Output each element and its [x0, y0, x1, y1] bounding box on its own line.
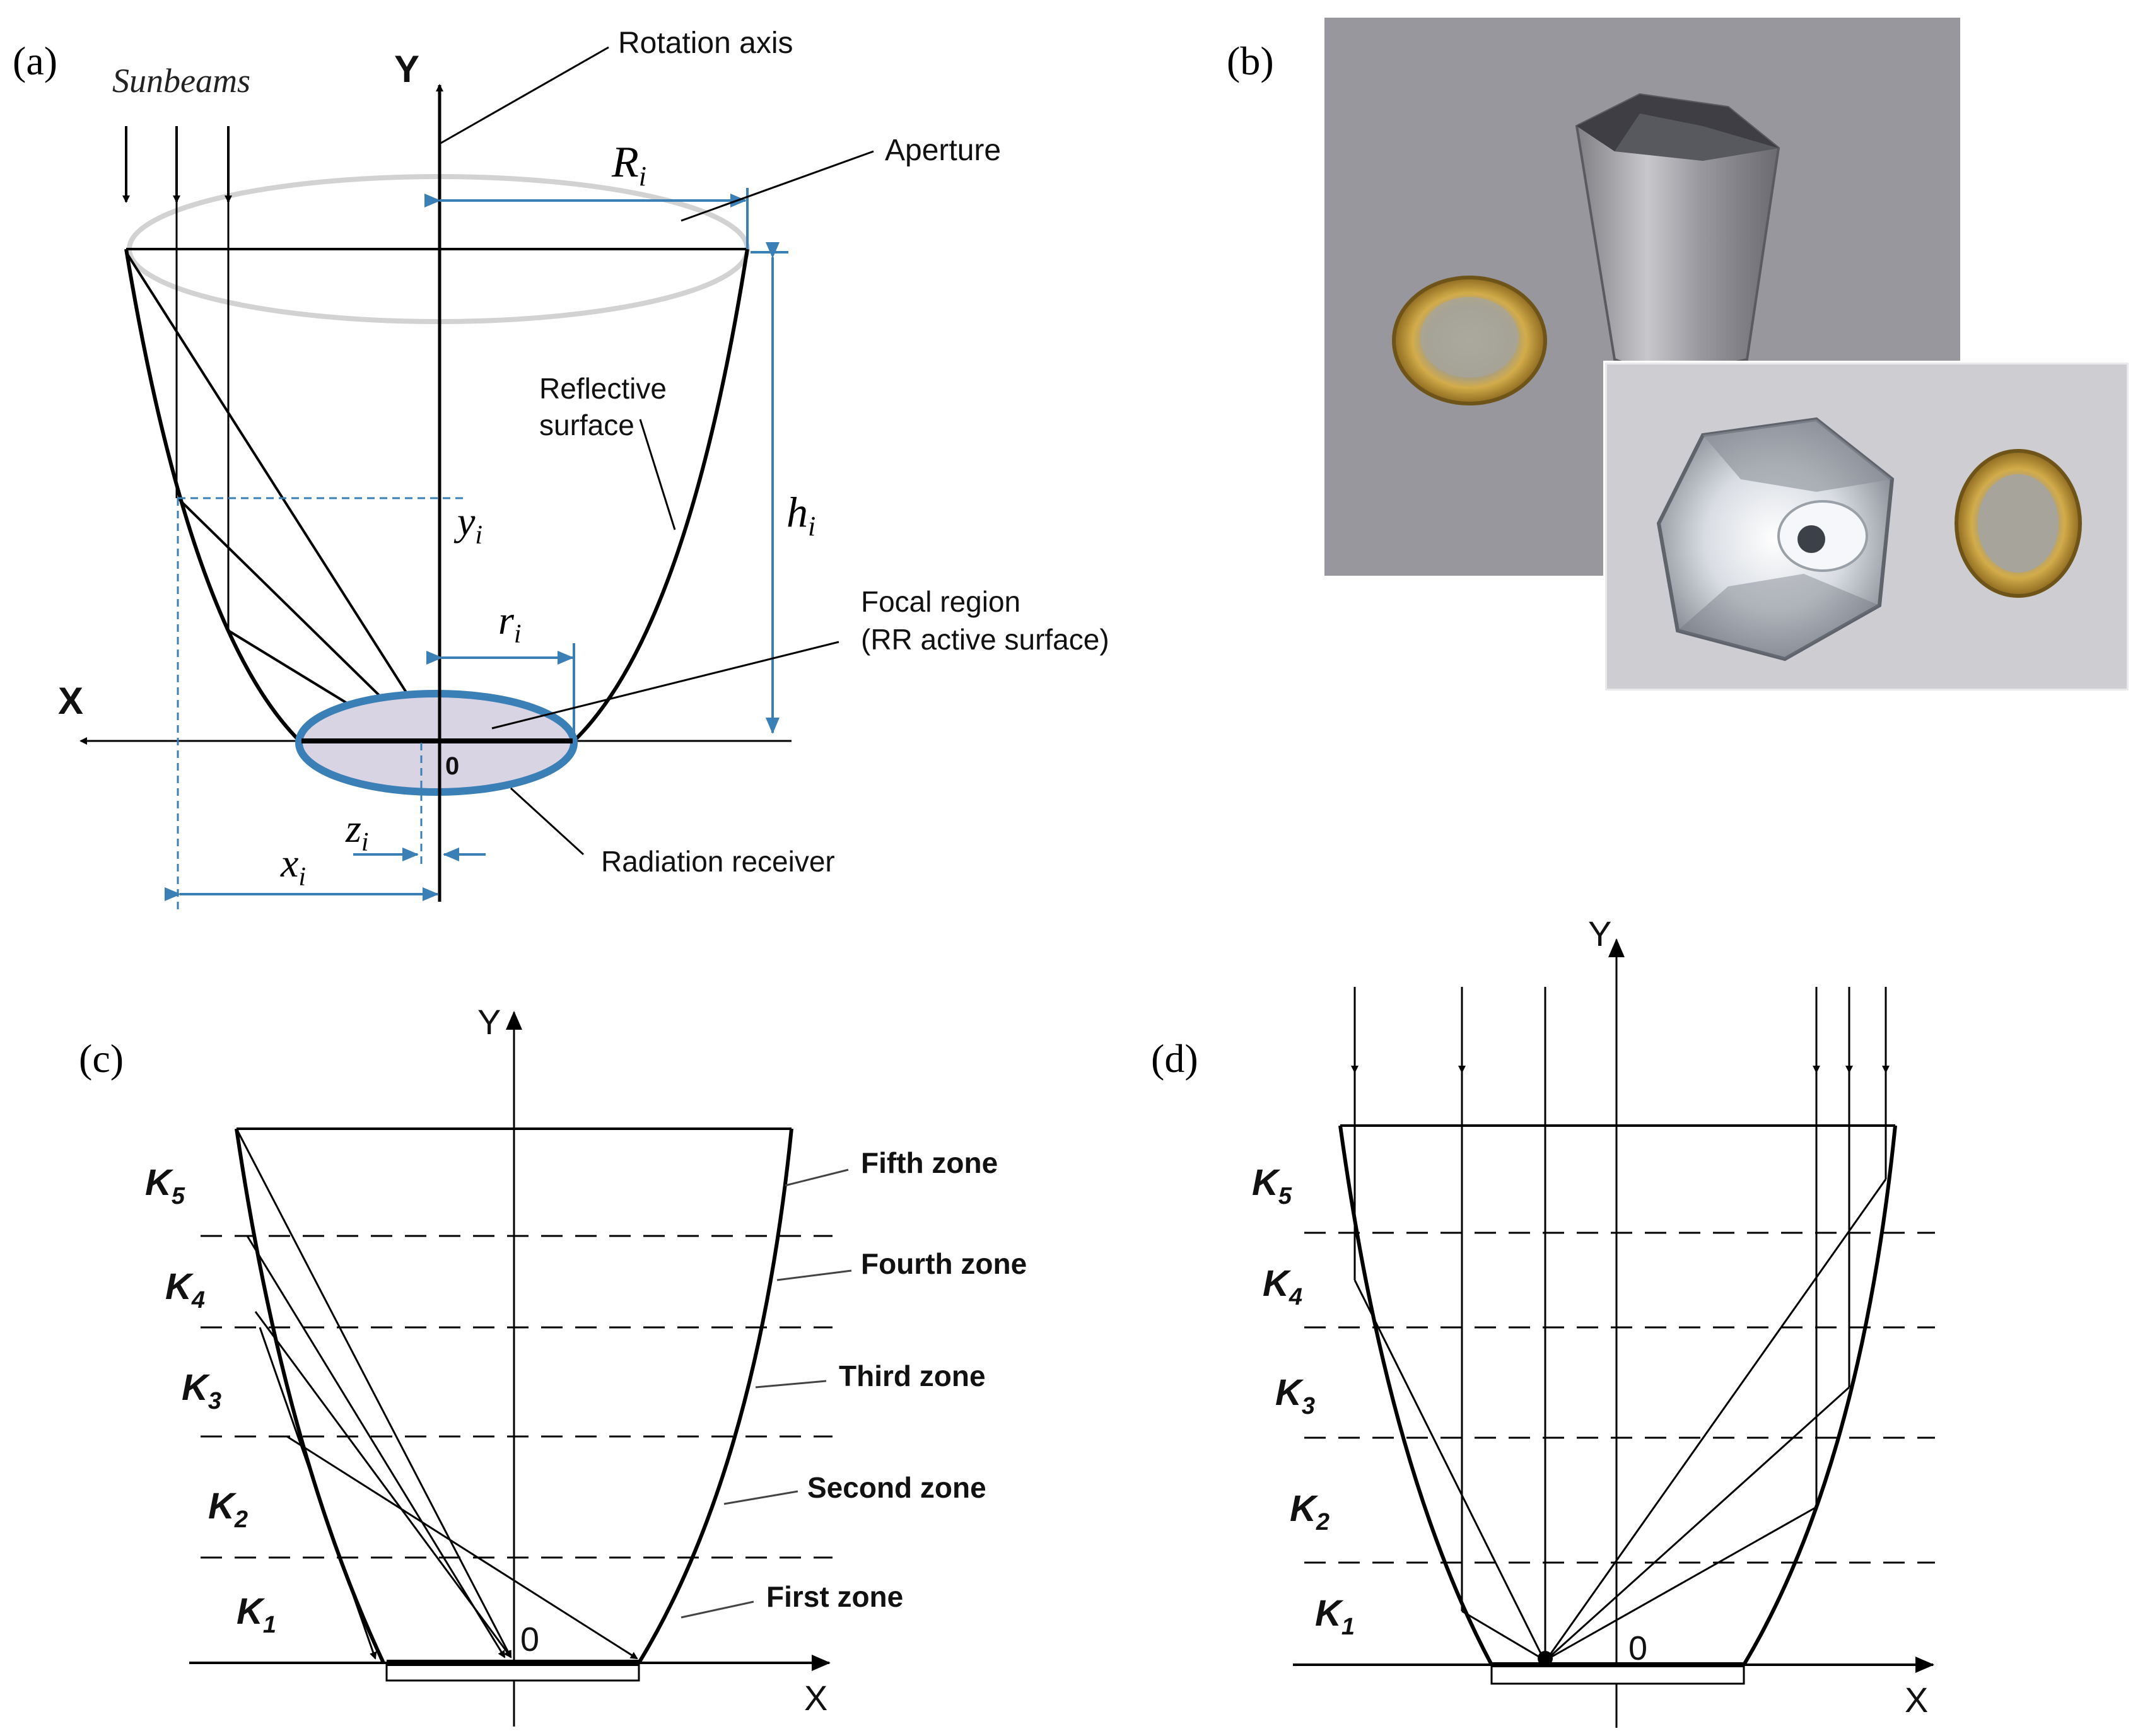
- k2-label-d: K2: [1290, 1488, 1329, 1535]
- reflected-ray-1: [125, 251, 436, 739]
- panel-c-label: (c): [79, 1036, 124, 1081]
- zone-label-first: First zone: [766, 1580, 903, 1613]
- radiation-receiver-label: Radiation receiver: [601, 845, 835, 878]
- k3-label-d: K3: [1275, 1372, 1315, 1419]
- panel-c: (c) X Y 0 Fifth zone Fourth zone: [79, 1002, 1027, 1727]
- zone-leader-c-5: [785, 1168, 849, 1187]
- surface-d-left: [1338, 1125, 1493, 1666]
- panel-b: (b): [1227, 18, 2130, 692]
- zone-label-fifth: Fifth zone: [861, 1146, 998, 1179]
- panel-b-label: (b): [1227, 38, 1274, 83]
- reflected-d-2: [1461, 1610, 1545, 1661]
- panel-d: (d) X Y 0: [1151, 914, 1935, 1728]
- focal-region-label-l1: Focal region: [861, 585, 1020, 618]
- k5-label-c: K5: [145, 1162, 185, 1209]
- panel-d-label: (d): [1151, 1036, 1198, 1081]
- yi-label: yi: [453, 499, 482, 550]
- rotation-axis-label: Rotation axis: [618, 26, 793, 60]
- zone-leader-c-3: [755, 1380, 827, 1389]
- zi-label: zi: [345, 806, 369, 857]
- sunbeams-label: Sunbeams: [112, 62, 250, 100]
- aperture-label: Aperture: [885, 134, 1001, 167]
- ri-label: ri: [498, 598, 522, 649]
- origin-label-a: 0: [445, 752, 459, 780]
- surface-d-right: [1742, 1125, 1897, 1666]
- xi-label: xi: [280, 841, 306, 892]
- ray-c-1: [235, 1128, 512, 1658]
- reflected-d-1: [1353, 1279, 1545, 1660]
- reflective-surface-leader: [639, 419, 676, 530]
- k4-label-c: K4: [165, 1266, 205, 1314]
- reflective-surface-label-l1: Reflective: [539, 372, 667, 405]
- Ri-label: Ri: [611, 138, 646, 192]
- k1-label-c: K1: [237, 1591, 276, 1638]
- x-axis-label-d: X: [1905, 1680, 1928, 1720]
- ray-c-4: [259, 1327, 377, 1660]
- zone-label-fourth: Fourth zone: [861, 1247, 1027, 1280]
- reflected-d-4: [1545, 1386, 1850, 1661]
- receiver-d: [1490, 1663, 1745, 1685]
- rotation-axis-leader: [439, 46, 609, 145]
- ray-c-3: [254, 1311, 512, 1658]
- zone-label-third: Third zone: [839, 1360, 986, 1392]
- y-axis-label-a: Y: [394, 48, 419, 90]
- ray-c-2: [246, 1235, 506, 1658]
- radiation-receiver-leader: [510, 787, 585, 856]
- origin-label-d: 0: [1628, 1629, 1647, 1667]
- k2-label-c: K2: [208, 1486, 248, 1533]
- y-axis-label-c: Y: [477, 1002, 501, 1042]
- focus-point-d: [1538, 1651, 1553, 1666]
- origin-label-c: 0: [520, 1621, 539, 1658]
- zone-leader-c-4: [776, 1269, 852, 1281]
- x-axis-label-a: X: [58, 680, 83, 722]
- hi-label: hi: [786, 488, 815, 542]
- surface-c-right: [637, 1128, 793, 1664]
- zone-leader-c-2: [723, 1490, 798, 1505]
- k4-label-d: K4: [1263, 1263, 1302, 1310]
- panel-a-label: (a): [13, 38, 57, 83]
- focal-region-label-l2: (RR active surface): [861, 623, 1109, 656]
- zone-label-second: Second zone: [807, 1471, 986, 1504]
- panel-a: (a) Sunbeams X Y 0: [13, 26, 1109, 911]
- y-axis-label-d: Y: [1588, 914, 1611, 953]
- photo-concentrator-top: [1603, 361, 2130, 692]
- reflected-d-3: [1546, 1506, 1817, 1661]
- focal-region-leader: [491, 641, 839, 730]
- x-axis-label-c: X: [804, 1678, 827, 1718]
- reflective-surface-left: [124, 248, 301, 743]
- reflective-surface-label-l2: surface: [539, 409, 634, 441]
- ray-c-5: [286, 1435, 638, 1660]
- reflected-d-5: [1545, 1179, 1887, 1660]
- aperture-leader: [681, 150, 874, 222]
- k1-label-d: K1: [1315, 1593, 1355, 1640]
- k5-label-d: K5: [1252, 1162, 1292, 1209]
- surface-c-left: [235, 1128, 385, 1664]
- reflective-surface-right: [572, 248, 749, 743]
- zone-leader-c-1: [681, 1600, 754, 1619]
- k3-label-c: K3: [182, 1367, 221, 1414]
